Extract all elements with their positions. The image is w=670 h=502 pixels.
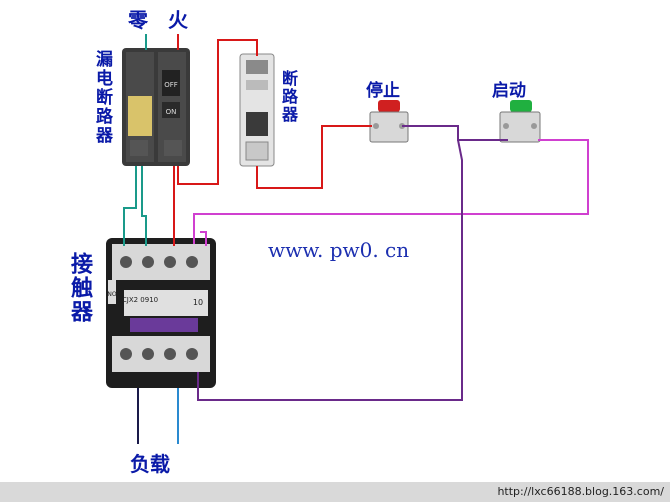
contactor: CJX2 0910 10 NO xyxy=(106,238,216,388)
label-stop: 停止 xyxy=(366,81,400,101)
label-start: 启动 xyxy=(492,81,526,101)
stop-button xyxy=(369,100,409,143)
start-button-cap xyxy=(510,100,532,112)
wire-breaker-to-stop xyxy=(256,125,372,189)
wire-rcd-to-breaker xyxy=(177,39,258,185)
label-rcd-breaker: 漏电断路器 xyxy=(92,50,112,145)
rcd-test-panel xyxy=(128,96,152,136)
wire-stop-to-start xyxy=(402,125,508,141)
label-contactor: 接触器 xyxy=(67,252,92,324)
watermark-url: www. pw0. cn xyxy=(268,238,410,262)
contactor-purple-slider xyxy=(130,318,198,332)
label-breaker: 断路器 xyxy=(279,70,298,124)
rcd-breaker: OFF ON xyxy=(122,48,190,166)
breaker-on-mark: ON xyxy=(166,108,177,116)
wire-start-to-coil xyxy=(193,139,589,244)
contactor-model: CJX2 0910 xyxy=(122,296,158,304)
contactor-code: 10 xyxy=(193,298,203,307)
wiring-diagram: OFF ON CJX2 0910 10 xyxy=(106,34,589,444)
footer-bar: http://lxc66188.blog.163.com/ xyxy=(0,482,670,502)
footer-url: http://lxc66188.blog.163.com/ xyxy=(497,485,664,498)
label-neutral: 零 xyxy=(128,8,148,32)
wire-self-hold xyxy=(197,139,463,401)
wire-neutral-to-contactor-b xyxy=(141,166,147,246)
breaker-off-mark: OFF xyxy=(164,81,178,89)
breaker xyxy=(239,53,275,167)
label-live: 火 xyxy=(168,8,188,32)
breaker-toggle xyxy=(246,112,268,136)
start-button xyxy=(499,100,541,143)
stop-button-cap xyxy=(378,100,400,112)
start-button-body xyxy=(499,111,541,143)
label-load: 负载 xyxy=(130,452,170,476)
contactor-label-plate xyxy=(124,290,208,316)
wire-coil-aux xyxy=(200,231,207,246)
contactor-side-mark: NO xyxy=(107,291,116,298)
wire-neutral-to-contactor-a xyxy=(123,166,137,246)
